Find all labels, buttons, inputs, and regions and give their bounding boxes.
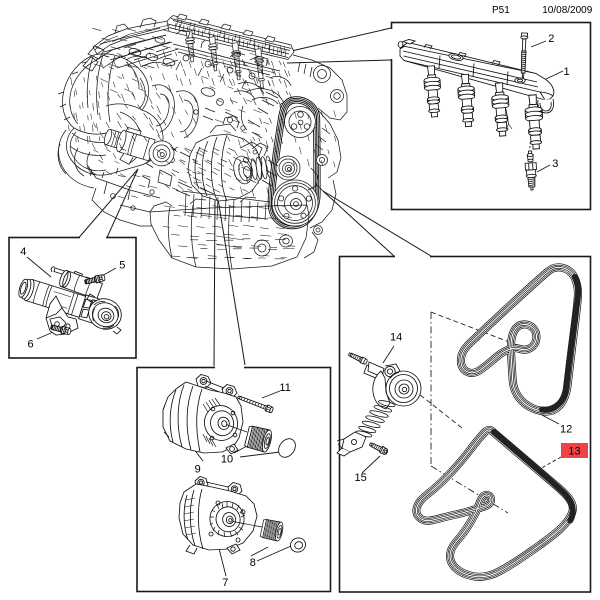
svg-text:4: 4 [20,246,26,258]
svg-text:3: 3 [552,158,558,170]
svg-text:1: 1 [564,66,570,78]
svg-text:8: 8 [250,557,256,569]
svg-text:14: 14 [390,332,402,344]
svg-text:10/08/2009: 10/08/2009 [542,5,592,16]
svg-text:2: 2 [548,33,554,45]
svg-text:15: 15 [355,472,367,484]
svg-text:12: 12 [560,424,572,436]
svg-text:7: 7 [222,577,228,589]
svg-text:11: 11 [279,382,290,394]
svg-text:13: 13 [568,446,580,458]
svg-text:5: 5 [119,260,125,272]
svg-text:6: 6 [28,338,34,350]
svg-text:10: 10 [221,454,233,466]
svg-text:9: 9 [195,463,201,475]
svg-text:P51: P51 [492,5,510,16]
